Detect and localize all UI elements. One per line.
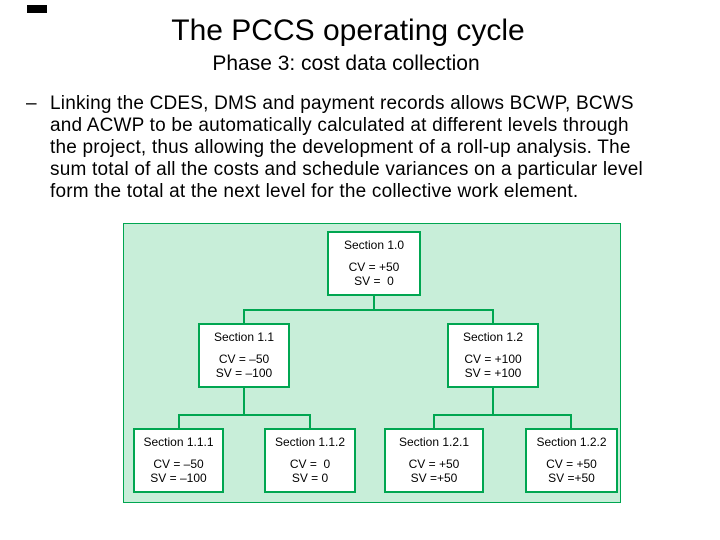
node-sv-value: SV =+50: [410, 471, 458, 485]
node-sv-value: SV = +100: [464, 366, 522, 380]
connector-line: [243, 309, 245, 323]
node-cv-value: CV = +50: [546, 457, 597, 471]
connector-line: [492, 388, 494, 414]
connector-line: [178, 414, 180, 428]
slide-subtitle: Phase 3: cost data collection: [212, 52, 480, 75]
node-cv-value: CV = –50: [153, 457, 204, 471]
slide-corner-mark: [27, 5, 47, 13]
node-title: Section 1.1.2: [274, 435, 346, 449]
node-section-1-2-2: Section 1.2.2 CV = +50 SV =+50: [525, 428, 618, 493]
bullet-paragraph: – Linking the CDES, DMS and payment reco…: [0, 93, 700, 203]
node-title: Section 1.1.1: [143, 435, 214, 449]
bullet-text-line: Linking the CDES, DMS and payment record…: [50, 93, 634, 114]
org-chart-panel: Section 1.0 CV = +50 SV = 0 Section 1.1 …: [123, 223, 621, 503]
node-sv-value: SV = –100: [150, 471, 207, 485]
connector-line: [243, 388, 245, 414]
connector-line: [570, 414, 572, 428]
node-title: Section 1.2.1: [398, 435, 470, 449]
node-cv-value: CV = –50: [218, 352, 270, 366]
connector-line: [309, 414, 311, 428]
bullet-text: Linking the CDES, DMS and payment record…: [50, 93, 700, 203]
bullet-text-line: and ACWP to be automatically calculated …: [50, 115, 629, 136]
slide-title: The PCCS operating cycle: [171, 14, 525, 47]
connector-line: [433, 414, 572, 416]
bullet-text-line: form the total at the next level for the…: [50, 181, 579, 202]
node-title: Section 1.2.2: [536, 435, 607, 449]
node-title: Section 1.0: [343, 238, 405, 252]
node-title: Section 1.1: [213, 330, 275, 344]
node-section-1-1-2: Section 1.1.2 CV = 0 SV = 0: [264, 428, 356, 493]
bullet-dash-marker: –: [26, 93, 37, 114]
node-sv-value: SV = 0: [291, 471, 329, 485]
node-section-1-1: Section 1.1 CV = –50 SV = –100: [198, 323, 290, 388]
node-section-1-1-1: Section 1.1.1 CV = –50 SV = –100: [133, 428, 224, 493]
connector-line: [178, 414, 311, 416]
node-cv-value: CV = 0: [289, 457, 331, 471]
connector-line: [243, 309, 494, 311]
bullet-text-line: sum total of all the costs and schedule …: [50, 159, 643, 180]
node-cv-value: CV = +50: [408, 457, 460, 471]
node-sv-value: SV = –100: [215, 366, 273, 380]
node-cv-value: CV = +50: [348, 260, 400, 274]
node-section-1-0: Section 1.0 CV = +50 SV = 0: [327, 231, 421, 296]
connector-line: [433, 414, 435, 428]
node-sv-value: SV = 0: [354, 274, 394, 288]
node-title: Section 1.2: [462, 330, 524, 344]
bullet-text-line: the project, thus allowing the developme…: [50, 137, 631, 158]
node-sv-value: SV =+50: [548, 471, 595, 485]
node-section-1-2-1: Section 1.2.1 CV = +50 SV =+50: [384, 428, 484, 493]
connector-line: [492, 309, 494, 323]
node-section-1-2: Section 1.2 CV = +100 SV = +100: [447, 323, 539, 388]
node-cv-value: CV = +100: [464, 352, 522, 366]
connector-line: [373, 296, 375, 309]
